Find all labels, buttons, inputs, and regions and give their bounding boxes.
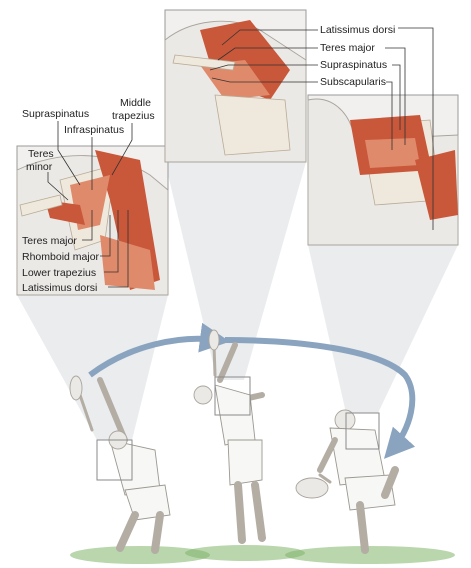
panel-anterior-shoulder (307, 94, 459, 246)
beam-middle (165, 162, 306, 380)
leader-subscapularis (211, 77, 318, 83)
leg-left-2 (234, 481, 246, 544)
humerus-bone (19, 194, 63, 217)
leader-supraspinatus-top-right (392, 64, 401, 130)
label-latissimus-dorsi-left: Latissimus dorsi (22, 282, 97, 294)
zoom-box-1 (96, 439, 133, 481)
curved-motion-arrow-icon (88, 322, 230, 378)
racquet-head-2 (208, 329, 220, 351)
clavicle-bone (172, 54, 236, 71)
racquet-handle-3 (318, 473, 332, 484)
curved-motion-arrow-icon-2 (224, 337, 416, 459)
grass-left (70, 546, 210, 564)
leader-teres-major-top-right (385, 47, 406, 145)
labels-left-panel: Supraspinatus Infraspinatus Middle trape… (22, 97, 155, 294)
leader-supraspinatus-left (57, 121, 81, 186)
label-middle-trapezius-line1: Middle (120, 97, 151, 109)
leader-latissimus-dorsi-top (398, 27, 434, 230)
ribcage-bone (214, 94, 291, 156)
label-teres-major-left: Teres major (22, 235, 77, 247)
grass-middle (185, 545, 305, 561)
panel-neck-shoulder (164, 9, 307, 163)
leg-front-1 (151, 511, 164, 554)
beam-right (308, 245, 458, 413)
leg-right-2 (251, 481, 266, 542)
label-middle-trapezius-line2: trapezius (112, 110, 155, 122)
leader-teres-major-left (82, 210, 93, 241)
shorts-2 (227, 439, 263, 486)
label-infraspinatus: Infraspinatus (64, 124, 124, 136)
leader-rhomboid-major (100, 215, 111, 257)
beam-left (17, 295, 168, 440)
player-figure-follow-through (295, 409, 399, 554)
label-teres-minor-line2: minor (26, 161, 53, 173)
label-lower-trapezius: Lower trapezius (22, 267, 96, 279)
ground (70, 545, 455, 564)
shoulder-muscles-mid (200, 60, 270, 100)
leader-latissimus-dorsi-left (108, 210, 129, 288)
zoom-box-2 (214, 376, 251, 416)
leader-subscapularis-right (386, 81, 393, 150)
label-supraspinatus-top: Supraspinatus (320, 59, 387, 71)
arm-down-3 (317, 437, 338, 473)
zoom-box-3 (345, 412, 380, 450)
leg-kicked-3 (381, 466, 399, 499)
labels-middle-panel: Latissimus dorsi Teres major Supraspinat… (209, 24, 434, 230)
grass-right (285, 546, 455, 564)
leader-supraspinatus-top (209, 64, 318, 71)
player-figure-contact (193, 329, 266, 544)
racquet-head-3 (295, 477, 329, 499)
label-teres-major-top: Teres major (320, 42, 375, 54)
arm-raised-1 (97, 377, 128, 443)
leg-standing-3 (356, 501, 369, 554)
label-subscapularis: Subscapularis (320, 76, 386, 88)
leader-middle-trapezius (111, 123, 133, 176)
label-latissimus-dorsi-top: Latissimus dorsi (320, 24, 395, 36)
label-rhomboid-major: Rhomboid major (22, 251, 100, 263)
leg-back-1 (116, 511, 139, 552)
deltoid-muscle-right (415, 150, 458, 220)
racquet-handle-1 (78, 393, 94, 432)
player-figure-trophy (69, 375, 171, 554)
panel-posterior-shoulder (16, 145, 169, 296)
label-teres-minor-line1: Teres (28, 148, 54, 160)
leader-teres-minor (47, 172, 69, 201)
latissimus-muscle-left (100, 235, 155, 290)
label-supraspinatus-left: Supraspinatus (22, 108, 89, 120)
leader-latissimus-dorsi-top-left (221, 29, 318, 46)
arm-raised-2 (217, 342, 238, 383)
head-2 (193, 385, 213, 405)
motion-arrow (88, 322, 416, 459)
subscapularis-muscle (365, 138, 420, 168)
leader-lower-trapezius (104, 210, 119, 273)
projection-beams (17, 162, 458, 440)
leader-teres-major-top (217, 47, 318, 61)
shorts-3 (344, 474, 396, 511)
racquet-head-1 (69, 375, 83, 401)
